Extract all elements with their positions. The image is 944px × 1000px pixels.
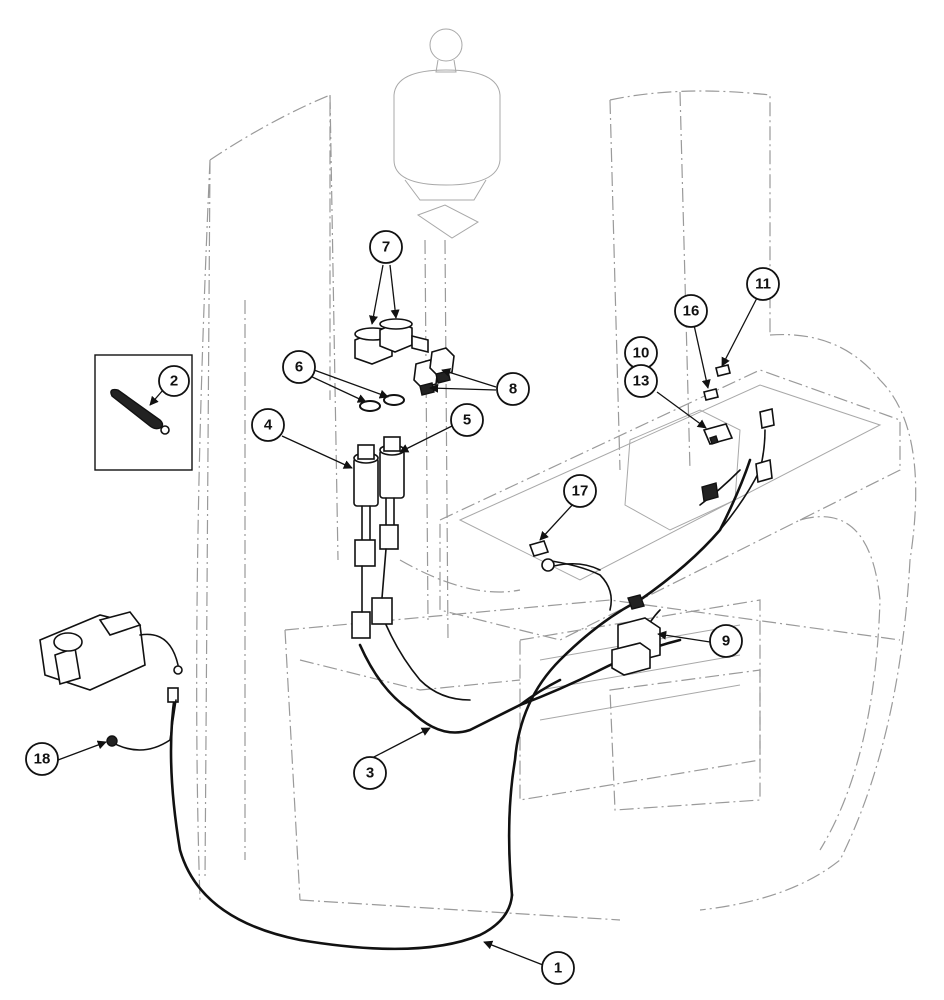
ground-ring: [528, 540, 601, 572]
svg-text:5: 5: [463, 412, 471, 429]
callout-13: 13: [624, 364, 658, 398]
tee-fittings: [354, 318, 429, 365]
callout-2: 2: [158, 365, 190, 397]
main-harness: [169, 429, 766, 951]
callout-16: 16: [674, 294, 708, 328]
svg-text:7: 7: [382, 239, 390, 256]
svg-text:6: 6: [295, 359, 303, 376]
leader-lines: [57, 264, 759, 966]
svg-text:3: 3: [366, 765, 374, 782]
svg-text:9: 9: [722, 633, 730, 650]
pressure-switches: [351, 436, 405, 639]
svg-text:2: 2: [170, 373, 178, 390]
svg-text:18: 18: [34, 751, 51, 768]
callout-7: 7: [369, 230, 403, 264]
callout-6: 6: [282, 350, 316, 384]
callout-11: 11: [746, 267, 780, 301]
callouts: 7 6 8 4 5 2 3 1: [25, 230, 780, 985]
svg-text:8: 8: [509, 381, 517, 398]
svg-text:11: 11: [755, 276, 771, 293]
callout-17: 17: [563, 474, 597, 508]
switch-parts: [701, 364, 775, 502]
svg-text:4: 4: [264, 417, 273, 434]
svg-text:10: 10: [633, 345, 650, 362]
actuator: [39, 611, 183, 703]
callout-4: 4: [251, 408, 285, 442]
svg-text:1: 1: [554, 960, 562, 977]
callout-8: 8: [496, 372, 530, 406]
inset-box: [94, 354, 193, 471]
ground-wire: [106, 699, 177, 751]
o-rings: [359, 394, 405, 412]
svg-text:13: 13: [633, 373, 650, 390]
callout-9: 9: [709, 624, 743, 658]
callout-3: 3: [353, 756, 387, 790]
callout-18: 18: [25, 742, 59, 776]
machine-outline: [196, 28, 917, 921]
relay-block: [611, 594, 661, 676]
svg-text:16: 16: [683, 303, 700, 320]
callout-1: 1: [541, 951, 575, 985]
callout-5: 5: [450, 403, 484, 437]
svg-text:17: 17: [572, 483, 589, 500]
